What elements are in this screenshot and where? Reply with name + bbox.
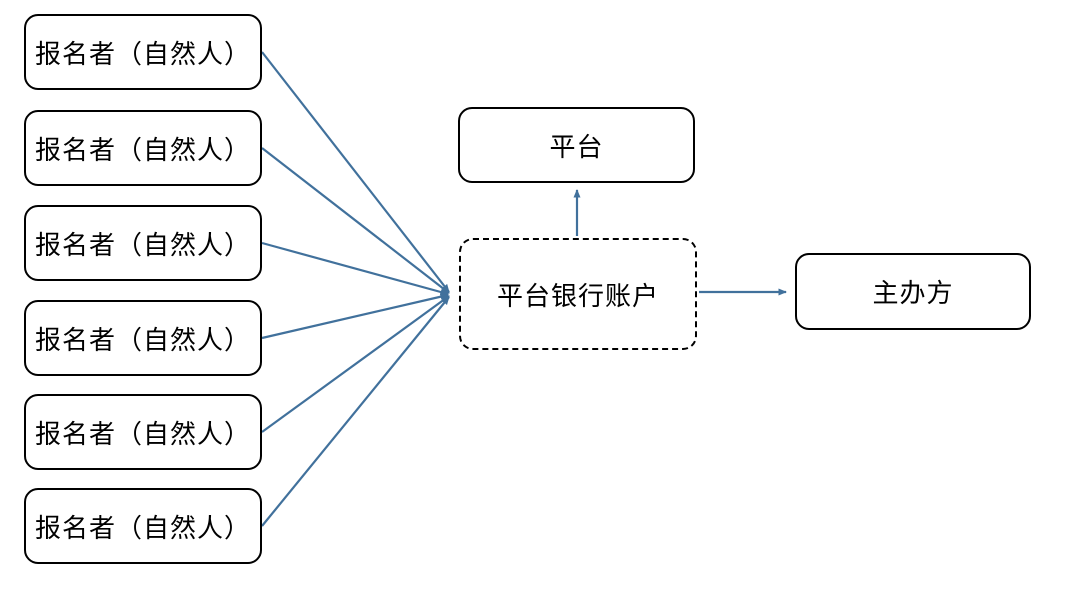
registrant-label: 报名者（自然人） — [34, 230, 251, 261]
registrant-box-6: 报名者（自然人） — [24, 488, 262, 564]
registrant-box-5: 报名者（自然人） — [24, 394, 262, 470]
platform-bank-account-box: 平台银行账户 — [459, 238, 697, 350]
organizer-box: 主办方 — [795, 253, 1031, 330]
registrant-label: 报名者（自然人） — [34, 135, 251, 166]
platform-label: 平台 — [549, 132, 604, 163]
registrant-label: 报名者（自然人） — [34, 325, 251, 356]
organizer-label: 主办方 — [872, 279, 954, 309]
registrant-label: 报名者（自然人） — [34, 39, 251, 70]
registrant-box-3: 报名者（自然人） — [24, 205, 262, 281]
arrow-registrant-1-to-bank — [261, 51, 450, 293]
arrow-registrant-4-to-bank — [261, 293, 449, 340]
registrant-label: 报名者（自然人） — [34, 419, 251, 450]
platform-bank-account-label: 平台银行账户 — [496, 281, 659, 312]
platform-box: 平台 — [458, 107, 695, 183]
arrow-registrant-2-to-bank — [261, 147, 450, 294]
arrow-registrant-5-to-bank — [261, 295, 450, 433]
registrant-box-1: 报名者（自然人） — [24, 14, 262, 90]
registrant-box-2: 报名者（自然人） — [24, 110, 262, 186]
registrant-label: 报名者（自然人） — [34, 513, 251, 544]
registrant-box-4: 报名者（自然人） — [24, 300, 262, 376]
arrow-registrant-3-to-bank — [261, 241, 449, 296]
arrow-registrant-6-to-bank — [261, 296, 450, 527]
